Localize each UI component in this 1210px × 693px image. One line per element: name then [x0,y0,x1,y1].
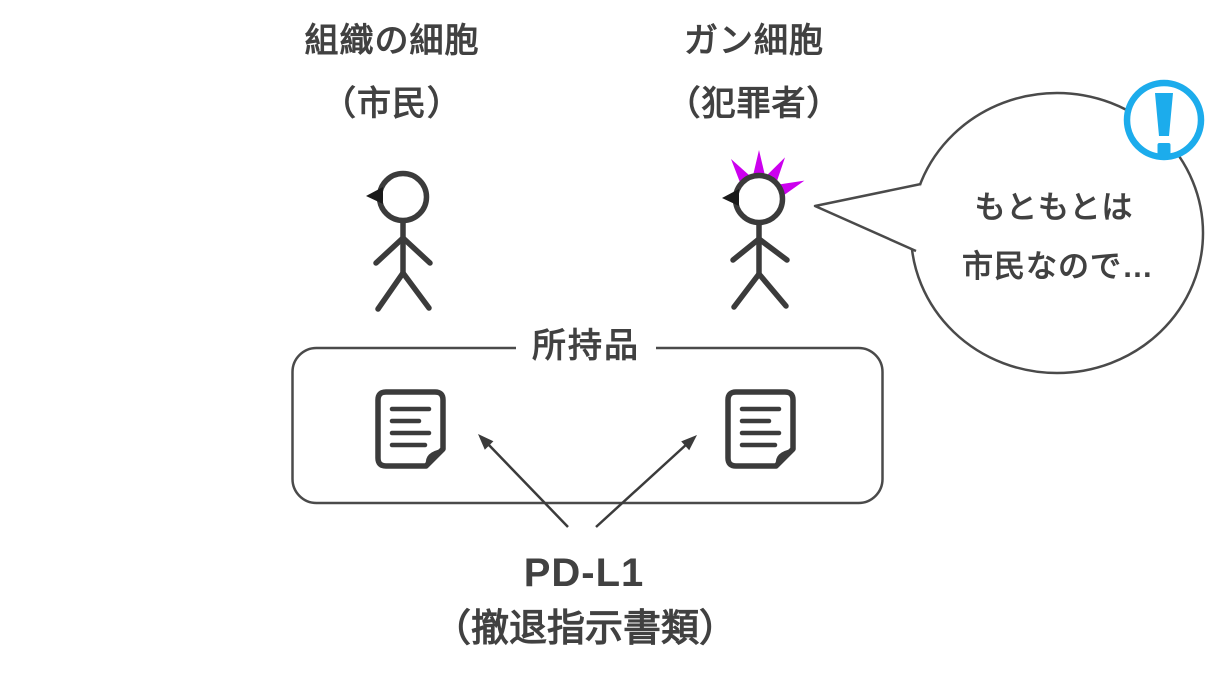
tissue-cell-title: 組織の細胞 [304,22,480,60]
tissue-cell-subtitle: （市民） [322,85,462,123]
criminal-figure [722,150,805,310]
arrowhead-left [478,434,494,450]
pdl1-arrows [478,434,697,528]
speech-bubble-tail [813,182,922,253]
arrow-right [595,442,689,528]
arrowhead-right [681,435,697,451]
speech-bubble [813,91,1205,375]
document-icon [378,392,443,466]
pdl1-subtitle: （撤退指示書類） [432,608,738,650]
cancer-cell-title: ガン細胞 [684,22,824,60]
speech-bubble-line2: 市民なので… [962,249,1154,284]
citizen-nose [366,187,383,204]
exclamation-icon [1123,79,1205,161]
citizen-head [376,170,430,224]
criminal-head [732,172,786,226]
cancer-cell-subtitle: （犯罪者） [666,85,842,123]
citizen-figure [366,170,433,312]
criminal-nose [722,189,739,206]
pdl1-title: PD-L1 [523,551,645,595]
speech-bubble-line1: もともとは [974,190,1134,225]
belongings-box-label: 所持品 [516,327,656,367]
arrow-left [486,442,569,528]
document-icon [728,392,793,466]
